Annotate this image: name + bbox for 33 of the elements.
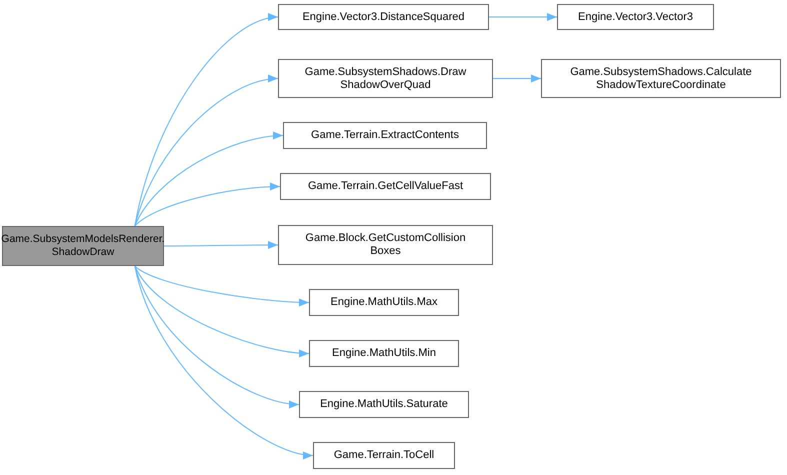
function-name: Engine.MathUtils.Max — [330, 296, 438, 309]
function-box — [557, 4, 714, 30]
function-name: Engine.Vector3.Vector3 — [578, 10, 693, 24]
arrow — [134, 182, 280, 226]
function-box — [280, 173, 491, 200]
function-name: Game.SubsystemShadows.Draw ShadowOverQuad — [304, 66, 468, 92]
function-name: Game.Terrain.ToCell — [334, 449, 434, 462]
function-box — [278, 59, 493, 98]
arrow — [134, 14, 278, 226]
arrow — [488, 13, 558, 21]
arrow — [134, 266, 300, 408]
function-name: Game.Terrain.ExtractContents — [311, 129, 459, 142]
arrow — [134, 266, 314, 458]
function-box — [313, 442, 455, 469]
function-box — [299, 391, 469, 418]
function-name: Game.Block.GetCustomCollision Boxes — [305, 232, 466, 258]
arrow — [134, 132, 284, 226]
function-box — [309, 289, 459, 316]
arrow — [134, 266, 310, 306]
function-name: Engine.MathUtils.Min — [332, 347, 436, 360]
arrow — [134, 266, 310, 357]
function-box — [309, 340, 459, 367]
function-box — [278, 225, 493, 265]
arrow — [134, 76, 278, 226]
arrow — [492, 74, 542, 82]
function-name: Engine.MathUtils.Saturate — [320, 398, 448, 411]
function-box — [278, 4, 489, 30]
arrow — [164, 241, 278, 250]
function-name: Game.Terrain.GetCellValueFast — [308, 180, 464, 193]
function-name: Engine.Vector3.DistanceSquared — [302, 10, 465, 24]
function-name: Game.SubsystemShadows.Calculate ShadowTextureCoordinate — [569, 66, 753, 92]
function-box — [283, 122, 487, 149]
function-box — [541, 59, 781, 98]
